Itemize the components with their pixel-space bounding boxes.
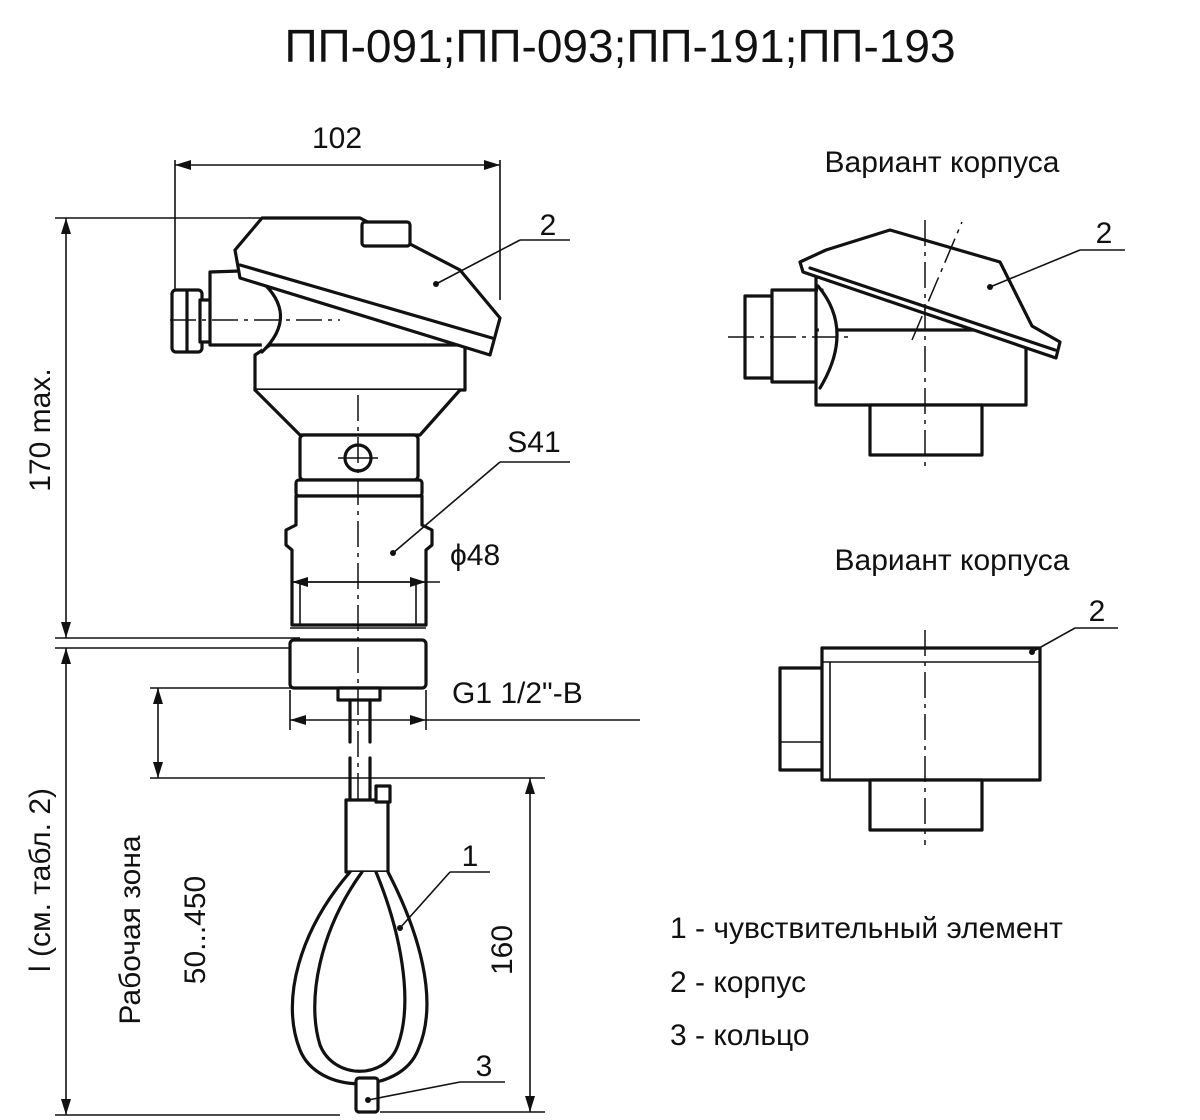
thread-section: G1 1/2"-B [288, 627, 640, 730]
main-sensor-view: 102 170 max. [24, 122, 640, 1116]
legend-item-1: 1 - чувствительный элемент [670, 912, 1063, 945]
legend: 1 - чувствительный элемент 2 - корпус 3 … [670, 912, 1063, 1052]
hex-nut: S41 ϕ48 [284, 426, 570, 627]
variant-1-label: Вариант корпуса [825, 146, 1060, 179]
dimension-wrench-label: S41 [507, 426, 560, 459]
drawing-title: ПП-091;ПП-093;ПП-191;ПП-193 [284, 20, 955, 72]
callout-1: 1 [462, 840, 479, 873]
housing-variant-1: Вариант корпуса 2 [728, 146, 1125, 470]
dimension-thread-label: G1 1/2"-B [452, 677, 583, 710]
probe-stem [348, 698, 372, 802]
legend-item-3: 3 - кольцо [670, 1019, 810, 1052]
sensing-loop: 3 1 [290, 784, 505, 1114]
dimension-height: 170 max. [24, 217, 300, 639]
dimension-height-label: 170 max. [24, 368, 57, 491]
dimension-diameter-label: ϕ48 [450, 539, 500, 572]
legend-item-2: 2 - корпус [670, 966, 806, 999]
dimension-loop-height: 160 [380, 778, 545, 1113]
dimension-work-zone: Рабочая зона 50...450 [114, 687, 545, 1025]
callout-2-main: 2 [540, 209, 557, 242]
dimension-width-label: 102 [312, 122, 362, 155]
variant-2-label: Вариант корпуса [835, 544, 1070, 577]
work-zone-label: Рабочая зона [114, 835, 147, 1024]
callout-2-variant-2: 2 [1089, 595, 1106, 628]
dimension-width: 102 [174, 122, 501, 300]
dimension-l-label: l (см. табл. 2) [24, 788, 57, 972]
work-range-label: 50...450 [179, 876, 212, 984]
loop-height-label: 160 [486, 925, 519, 975]
housing-variant-2: Вариант корпуса 2 [778, 544, 1118, 845]
callout-3: 3 [476, 1050, 493, 1083]
sensor-head: 2 [170, 209, 570, 392]
callout-2-variant-1: 2 [1096, 217, 1113, 250]
dimension-l: l (см. табл. 2) [24, 647, 340, 1116]
